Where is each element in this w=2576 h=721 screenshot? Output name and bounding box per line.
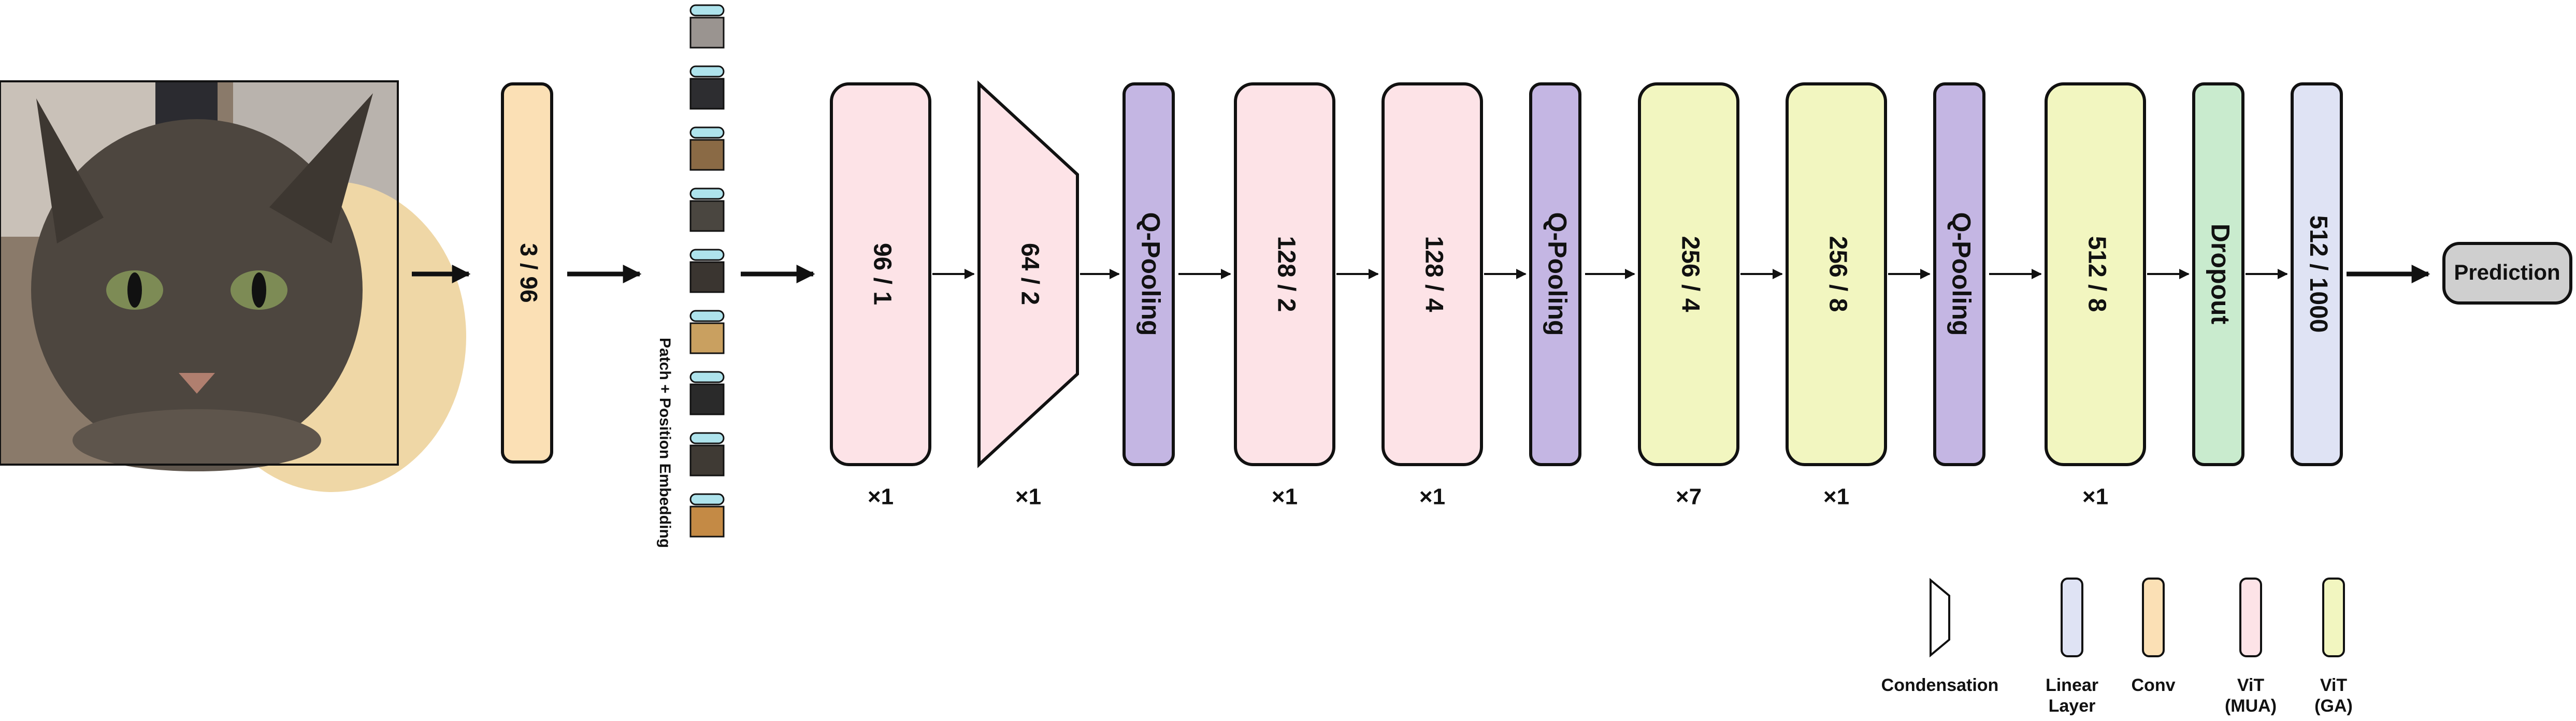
patch-tile — [689, 493, 725, 538]
vit_mua-shape — [1381, 82, 1483, 466]
block-label: 128 / 2 — [1272, 236, 1300, 312]
vit_mua-shape — [1234, 82, 1335, 466]
block-vit-mua-3: 128 / 4 ×1 — [1381, 82, 1483, 510]
vit_ga-shape — [2045, 82, 2146, 466]
position-embedding-token — [689, 493, 725, 506]
patch-image — [689, 322, 725, 354]
block-vit-mua-1: 96 / 1 ×1 — [830, 82, 931, 510]
patch-image — [689, 444, 725, 477]
repeat-count: ×7 — [1676, 484, 1702, 510]
vit_ga-shape — [1786, 82, 1887, 466]
position-embedding-token — [689, 432, 725, 444]
prediction-box: Prediction — [2442, 242, 2572, 305]
embedding-label: Patch + Position Embedding — [656, 338, 673, 548]
patch-tile — [689, 249, 725, 293]
legend-label: (MUA) — [2225, 696, 2277, 716]
legend-swatch — [2322, 578, 2345, 657]
legend-label: Condensation — [1881, 675, 1999, 695]
legend-label: ViT — [2320, 675, 2348, 695]
legend-label: (GA) — [2314, 696, 2353, 716]
patch-tile — [689, 371, 725, 415]
legend-item-condensation: Condensation — [1881, 578, 1999, 695]
qpool-shape — [1933, 82, 1985, 466]
block-qpool-1: Q-Pooling — [1122, 82, 1175, 466]
block-label: 512 / 1000 — [2305, 215, 2332, 333]
block-label: Dropout — [2206, 224, 2235, 325]
patch-tile — [689, 310, 725, 354]
patch-image — [689, 200, 725, 232]
position-embedding-token — [689, 4, 725, 17]
repeat-count: ×1 — [868, 484, 894, 510]
qpool-shape — [1529, 82, 1581, 466]
linear-shape — [2291, 82, 2343, 466]
block-condensation-1: 64 / 2 ×1 — [977, 80, 1079, 510]
legend-label: Linear — [2046, 675, 2098, 695]
vit_ga-shape — [1638, 82, 1739, 466]
input-image — [0, 80, 466, 492]
patch-image — [689, 261, 725, 293]
patch-image — [689, 383, 725, 415]
conv-stem-label: 3 / 96 — [515, 243, 542, 302]
legend-item-vit_mua: ViT(MUA) — [2225, 578, 2277, 716]
block-label: Q-Pooling — [1947, 212, 1976, 336]
legend-swatch — [1930, 578, 1950, 658]
block-label: 64 / 2 — [1016, 243, 1043, 305]
block-vit-ga-1: 256 / 4 ×7 — [1638, 82, 1739, 510]
block-label: 128 / 4 — [1420, 236, 1447, 312]
patch-tile — [689, 432, 725, 477]
legend-item-conv: Conv — [2132, 578, 2176, 695]
patch-tile — [689, 4, 725, 49]
legend-label: ViT — [2237, 675, 2265, 695]
block-vit-mua-2: 128 / 2 ×1 — [1234, 82, 1335, 510]
position-embedding-token — [689, 249, 725, 261]
repeat-count: ×1 — [1823, 484, 1849, 510]
block-label: Q-Pooling — [1543, 212, 1572, 336]
legend-swatch — [2061, 578, 2083, 657]
legend-swatch — [2142, 578, 2165, 657]
position-embedding-token — [689, 188, 725, 200]
patch-tiles — [689, 4, 725, 538]
patch-image — [689, 78, 725, 110]
vit_mua-shape — [830, 82, 931, 466]
position-embedding-token — [689, 310, 725, 322]
patch-tile — [689, 188, 725, 232]
block-label: 96 / 1 — [868, 243, 896, 305]
legend-item-vit_ga: ViT(GA) — [2314, 578, 2353, 716]
position-embedding-token — [689, 65, 725, 78]
block-dropout: Dropout — [2192, 82, 2244, 466]
patch-image — [689, 17, 725, 49]
block-label: 512 / 8 — [2083, 236, 2110, 312]
block-qpool-3: Q-Pooling — [1933, 82, 1985, 466]
block-label: 256 / 4 — [1676, 236, 1704, 312]
legend-swatch — [2239, 578, 2262, 657]
position-embedding-token — [689, 126, 725, 139]
patch-tile — [689, 126, 725, 171]
position-embedding-token — [689, 371, 725, 383]
dropout-shape — [2192, 82, 2244, 466]
block-label: Q-Pooling — [1136, 212, 1165, 336]
legend-label: Layer — [2049, 696, 2096, 716]
block-qpool-2: Q-Pooling — [1529, 82, 1581, 466]
patch-tile — [689, 65, 725, 110]
repeat-count: ×1 — [1419, 484, 1445, 510]
repeat-count: ×1 — [1015, 484, 1041, 510]
legend-label: Conv — [2132, 675, 2176, 695]
block-vit-ga-3: 512 / 8 ×1 — [2045, 82, 2146, 510]
block-vit-ga-2: 256 / 8 ×1 — [1786, 82, 1887, 510]
condensation-shape — [977, 80, 1079, 468]
repeat-count: ×1 — [2082, 484, 2108, 510]
patch-image — [689, 139, 725, 171]
block-label: 256 / 8 — [1824, 236, 1851, 312]
block-linear-head: 512 / 1000 — [2291, 82, 2343, 466]
qpool-shape — [1122, 82, 1175, 466]
conv-stem-block: 3 / 96 — [501, 82, 553, 464]
repeat-count: ×1 — [1272, 484, 1298, 510]
patch-image — [689, 506, 725, 538]
prediction-label: Prediction — [2454, 260, 2560, 284]
